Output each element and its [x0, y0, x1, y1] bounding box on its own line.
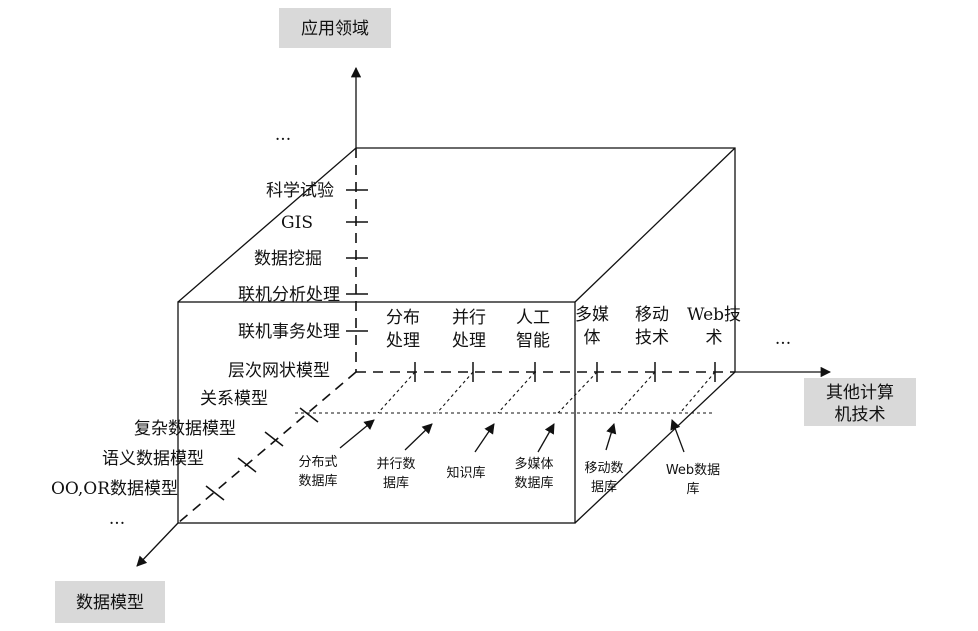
pointer-web-db	[670, 419, 685, 453]
horizontal-item-label: 处理	[386, 331, 420, 351]
database-label: 库	[686, 481, 699, 497]
dotted-link-5	[617, 371, 656, 414]
cube-bottom-right-edge	[574, 371, 736, 524]
pointer-parallel-db	[404, 423, 433, 451]
database-label: 数据库	[298, 473, 337, 489]
cube-top-back-edges	[177, 147, 736, 372]
horizontal-item-label: 智能	[516, 331, 550, 351]
horizontal-item-label: 体	[584, 328, 601, 348]
database-label: 分布式	[298, 455, 337, 470]
pointer-knowledge-db	[474, 423, 495, 453]
database-label: 多媒体	[514, 456, 553, 472]
vertical-item-label: GIS	[281, 213, 313, 233]
cube-top-right-edge	[574, 147, 736, 303]
horizontal-axis-label-line2: 机技术	[835, 405, 886, 425]
horizontal-axis-box	[804, 378, 916, 426]
depth-axis-arrow	[136, 522, 179, 567]
hidden-depth-edge	[177, 371, 357, 524]
dotted-link-2	[436, 371, 474, 414]
depth-item-label: 语义数据模型	[102, 449, 204, 469]
database-label: 移动数	[584, 461, 623, 476]
horizontal-item-label: 处理	[452, 331, 486, 351]
horizontal-item-label: 移动	[635, 305, 669, 325]
database-label: 数据库	[514, 475, 553, 491]
horizontal-item-label: 多媒	[575, 305, 609, 325]
depth-item-label: OO,OR数据模型	[51, 479, 178, 499]
depth-tick	[264, 431, 284, 447]
cube-front-face	[177, 301, 576, 524]
pointer-distributed-db	[339, 419, 375, 449]
horizontal-item-label: 术	[706, 328, 723, 348]
vertical-item-label: 科学试验	[266, 181, 334, 201]
database-label: 并行数	[376, 457, 415, 472]
horizontal-item-label: 人工	[516, 308, 550, 328]
vertical-axis-ellipsis: ...	[275, 125, 291, 145]
database-label: 据库	[591, 479, 617, 495]
depth-item-label: 复杂数据模型	[134, 419, 236, 439]
horizontal-item-label: 分布	[386, 308, 420, 328]
depth-tick	[299, 407, 319, 423]
database-label: 知识库	[446, 465, 485, 481]
depth-axis-box	[55, 581, 165, 623]
vertical-item-label: 联机事务处理	[238, 322, 340, 342]
depth-tick	[237, 457, 257, 473]
dotted-link-3	[497, 371, 536, 414]
depth-tick	[205, 485, 225, 501]
horizontal-axis-ellipsis: ...	[775, 329, 791, 349]
depth-axis-ellipsis: ...	[109, 509, 125, 529]
depth-item-label: 关系模型	[200, 389, 268, 409]
vertical-axis-box	[279, 8, 391, 48]
vertical-axis-label: 应用领域	[301, 19, 369, 39]
horizontal-item-label: Web技	[687, 305, 741, 325]
depth-axis-label: 数据模型	[76, 593, 144, 613]
dotted-link-1	[377, 371, 416, 414]
dotted-link-6	[679, 371, 716, 414]
dotted-link-4	[557, 371, 598, 414]
database-label: 据库	[383, 475, 409, 491]
horizontal-item-label: 并行	[452, 308, 486, 328]
pointer-mobile-db	[605, 423, 617, 451]
horizontal-axis-label-line1: 其他计算	[826, 383, 894, 403]
database-label: Web数据	[666, 463, 720, 478]
pointer-multimedia-db	[537, 423, 555, 453]
vertical-item-label: 联机分析处理	[238, 285, 340, 305]
vertical-item-label: 数据挖掘	[254, 249, 322, 269]
horizontal-item-label: 技术	[635, 328, 669, 348]
depth-item-label: 层次网状模型	[228, 361, 330, 381]
